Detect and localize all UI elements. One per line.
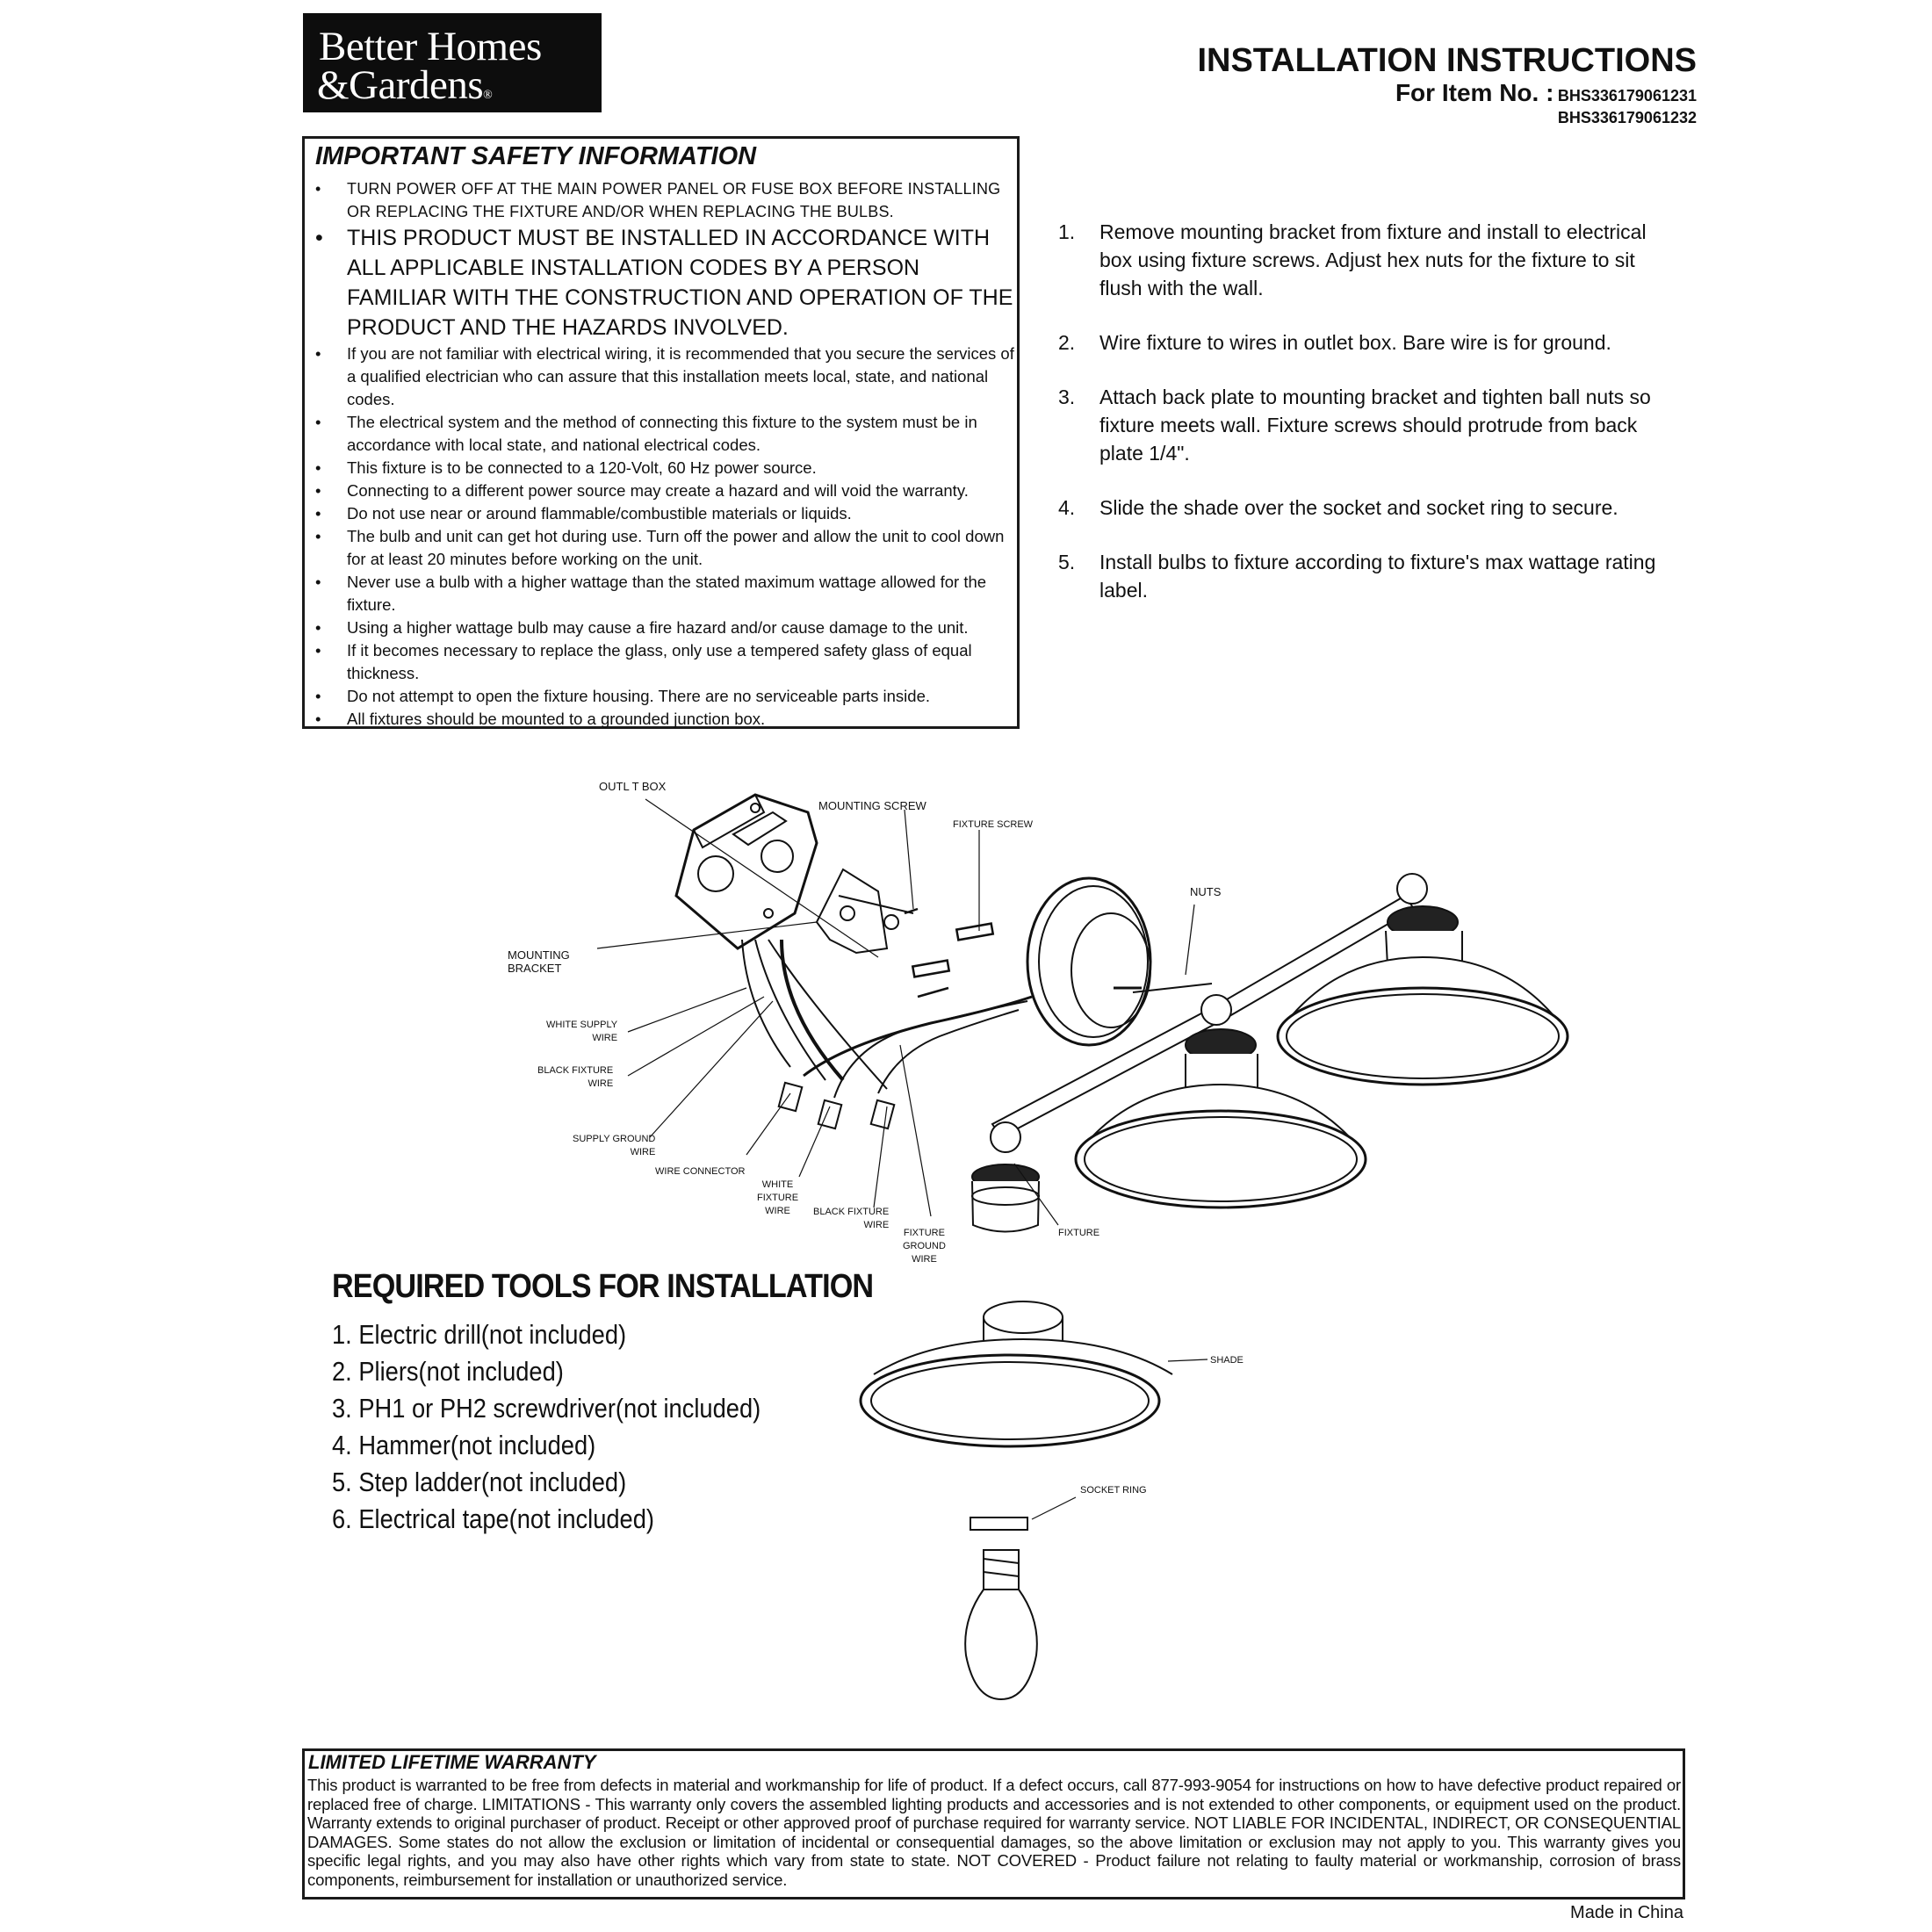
socket-ring-drawing — [970, 1517, 1028, 1531]
made-in-label: Made in China — [1570, 1903, 1683, 1922]
label-fixture: FIXTURE — [1058, 1228, 1100, 1238]
tools-heading: REQUIRED TOOLS FOR INSTALLATION — [332, 1268, 874, 1305]
logo-line-2: &Gardens® — [317, 62, 493, 108]
step-2: 2.Wire fixture to wires in outlet box. B… — [1058, 331, 1611, 354]
document-title: INSTALLATION INSTRUCTIONS — [1197, 42, 1697, 79]
outlet-box-drawing — [674, 793, 818, 950]
item-number-label: For Item No. : — [1395, 79, 1554, 106]
safety-item: Connecting to a different power source m… — [312, 479, 1014, 502]
back-plate-drawing — [1026, 876, 1152, 1047]
wire-connectors-drawing — [777, 1081, 896, 1130]
tool-item: 3. PH1 or PH2 screwdriver(not included) — [332, 1393, 761, 1424]
step-3: 3.Attach back plate to mounting bracket … — [1058, 386, 1651, 465]
shade-right-drawing — [1276, 905, 1569, 1086]
label-outlet-box: OUTL T BOX — [599, 780, 667, 793]
safety-item: The bulb and unit can get hot during use… — [312, 525, 1014, 571]
safety-item: The electrical system and the method of … — [312, 411, 1014, 457]
screws-drawing — [904, 907, 995, 998]
label-mounting-screw: MOUNTING SCREW — [818, 799, 926, 812]
step-5: 5.Install bulbs to fixture according to … — [1058, 551, 1656, 602]
tool-item: 5. Step ladder(not included) — [332, 1467, 627, 1497]
safety-item: If it becomes necessary to replace the g… — [312, 639, 1014, 685]
warranty-heading: LIMITED LIFETIME WARRANTY — [308, 1751, 596, 1773]
safety-information-box: IMPORTANT SAFETY INFORMATION TURN POWER … — [302, 136, 1020, 731]
warranty-box: LIMITED LIFETIME WARRANTY This product i… — [302, 1748, 1685, 1900]
tool-item: 1. Electric drill(not included) — [332, 1319, 627, 1350]
wires-drawing — [741, 939, 1033, 1099]
tools-list: 1. Electric drill(not included) 2. Plier… — [332, 1316, 934, 1538]
safety-item: THIS PRODUCT MUST BE INSTALLED IN ACCORD… — [312, 223, 1014, 342]
item-number-line: For Item No. : BHS336179061231 — [1395, 79, 1697, 107]
installation-steps: 1.Remove mounting bracket from fixture a… — [1058, 218, 1673, 631]
safety-item: Do not use near or around flammable/comb… — [312, 502, 1014, 525]
step-1: 1.Remove mounting bracket from fixture a… — [1058, 220, 1647, 299]
tool-item: 6. Electrical tape(not included) — [332, 1503, 654, 1534]
tool-item: 4. Hammer(not included) — [332, 1430, 596, 1460]
safety-item: This fixture is to be connected to a 120… — [312, 457, 1014, 479]
mounting-bracket-drawing — [815, 868, 914, 955]
warranty-text: This product is warranted to be free fro… — [307, 1776, 1681, 1889]
fixture-arm-drawing — [990, 873, 1428, 1153]
tool-item: 2. Pliers(not included) — [332, 1356, 564, 1387]
safety-item: If you are not familiar with electrical … — [312, 342, 1014, 411]
label-shade: SHADE — [1210, 1355, 1244, 1366]
socket-drawing — [971, 1164, 1040, 1233]
label-socket-ring: SOCKET RING — [1080, 1485, 1147, 1496]
safety-heading: IMPORTANT SAFETY INFORMATION — [315, 142, 757, 170]
bulb-drawing — [964, 1549, 1038, 1701]
label-fixture-screw: FIXTURE SCREW — [953, 819, 1034, 830]
required-tools-section: REQUIRED TOOLS FOR INSTALLATION 1. Elect… — [332, 1268, 934, 1538]
label-wire-connector: WIRE CONNECTOR — [655, 1166, 746, 1177]
step-4: 4.Slide the shade over the socket and so… — [1058, 496, 1618, 519]
logo-line-1: Better Homes — [319, 24, 542, 69]
safety-item: Never use a bulb with a higher wattage t… — [312, 571, 1014, 616]
safety-item: Do not attempt to open the fixture housi… — [312, 685, 1014, 708]
safety-item: All fixtures should be mounted to a grou… — [312, 708, 1014, 731]
safety-list: TURN POWER OFF AT THE MAIN POWER PANEL O… — [312, 177, 1014, 731]
shade-left-drawing — [1074, 1028, 1367, 1209]
safety-item: Using a higher wattage bulb may cause a … — [312, 616, 1014, 639]
item-number-1: BHS336179061231 — [1557, 87, 1697, 105]
label-nuts: NUTS — [1190, 885, 1222, 898]
item-number-2: BHS336179061232 — [1557, 109, 1697, 126]
brand-logo: Better Homes &Gardens® — [303, 13, 602, 112]
safety-item: TURN POWER OFF AT THE MAIN POWER PANEL O… — [312, 177, 1014, 223]
